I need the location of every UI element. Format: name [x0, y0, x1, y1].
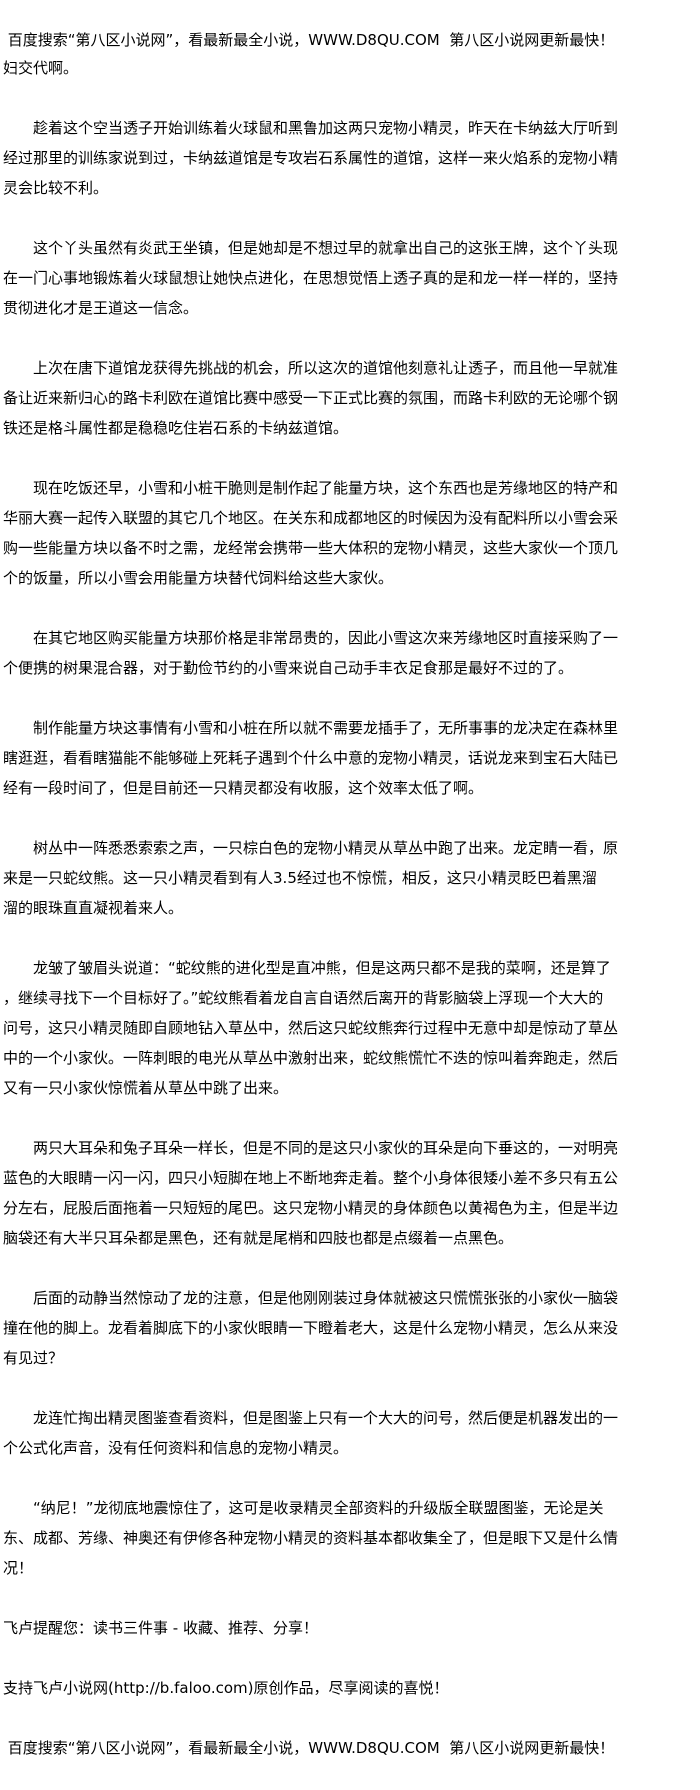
paragraph: 龙连忙掏出精灵图鉴查看资料，但是图鉴上只有一个大大的问号，然后便是机器发出的一个…	[3, 1403, 697, 1463]
text-line: ，继续寻找下一个目标好了。”蛇纹熊看着龙自言自语然后离开的背影脑袋上浮现一个大大…	[3, 989, 604, 1007]
text-line: 经有一段时间了，但是目前还一只精灵都没有收服，这个效率太低了啊。	[3, 779, 484, 797]
text-line: 百度搜索“第八区小说网”，看最新最全小说，WWW.D8QU.COM 第八区小说网…	[3, 1739, 615, 1757]
text-line: 瞎逛逛，看看瞎猫能不能够碰上死耗子遇到个什么中意的宠物小精灵，话说龙来到宝石大陆…	[3, 749, 619, 767]
text-line: 撞在他的脚上。龙看着脚底下的小家伙眼睛一下瞪着老大，这是什么宠物小精灵，怎么从来…	[3, 1319, 619, 1337]
text-line: 个便携的树果混合器，对于勤俭节约的小雪来说自己动手丰衣足食那是最好不过的了。	[3, 659, 574, 677]
text-line: 在其它地区购买能量方块那价格是非常昂贵的，因此小雪这次来芳缘地区时直接采购了一	[3, 629, 619, 647]
text-line: 溜的眼珠直直凝视着来人。	[3, 899, 184, 917]
text-line: 经过那里的训练家说到过，卡纳兹道馆是专攻岩石系属性的道馆，这样一来火焰系的宠物小…	[3, 149, 619, 167]
text-line: 趁着这个空当透子开始训练着火球鼠和黑鲁加这两只宠物小精灵，昨天在卡纳兹大厅听到	[3, 119, 619, 137]
text-line: 这个丫头虽然有炎武王坐镇，但是她却是不想过早的就拿出自己的这张王牌，这个丫头现	[3, 239, 619, 257]
text-line: 中的一个小家伙。一阵刺眼的电光从草丛中激射出来，蛇纹熊慌忙不迭的惊叫着奔跑走，然…	[3, 1049, 619, 1067]
text-line: 制作能量方块这事情有小雪和小桩在所以就不需要龙插手了，无所事事的龙决定在森林里	[3, 719, 619, 737]
text-line: 况！	[3, 1559, 34, 1577]
text-line: 华丽大赛一起传入联盟的其它几个地区。在关东和成都地区的时候因为没有配料所以小雪会…	[3, 509, 619, 527]
text-line: 龙皱了皱眉头说道：“蛇纹熊的进化型是直冲熊，但是这两只都不是我的菜啊，还是算了	[3, 959, 611, 977]
continuation-line: 妇交代啊。	[3, 53, 697, 83]
text-line: 东、成都、芳缘、神奥还有伊修各种宠物小精灵的资料基本都收集全了，但是眼下又是什么…	[3, 1529, 619, 1547]
text-line: 蓝色的大眼睛一闪一闪，四只小短脚在地上不断地奔走着。整个小身体很矮小差不多只有五…	[3, 1169, 619, 1187]
text-line: 两只大耳朵和兔子耳朵一样长，但是不同的是这只小家伙的耳朵是向下垂这的，一对明亮	[3, 1139, 619, 1157]
text-line: 后面的动静当然惊动了龙的注意，但是他刚刚装过身体就被这只慌慌张张的小家伙一脑袋	[3, 1289, 619, 1307]
text-line: 个公式化声音，没有任何资料和信息的宠物小精灵。	[3, 1439, 349, 1457]
paragraph: 现在吃饭还早，小雪和小桩干脆则是制作起了能量方块，这个东西也是芳缘地区的特产和华…	[3, 473, 697, 593]
text-line: 个的饭量，所以小雪会用能量方块替代饲料给这些大家伙。	[3, 569, 394, 587]
text-line: 支持飞卢小说网(http://b.faloo.com)原创作品，尽享阅读的喜悦！	[3, 1679, 449, 1697]
text-line: 贯彻进化才是王道这一信念。	[3, 299, 199, 317]
text-line: 在一门心事地锻炼着火球鼠想让她快点进化，在思想觉悟上透子真的是和龙一样一样的，坚…	[3, 269, 619, 287]
text-line: 铁还是格斗属性都是稳稳吃住岩石系的卡纳兹道馆。	[3, 419, 349, 437]
site-banner-top: 百度搜索“第八区小说网”，看最新最全小说，WWW.D8QU.COM 第八区小说网…	[3, 31, 615, 49]
text-line: 龙连忙掏出精灵图鉴查看资料，但是图鉴上只有一个大大的问号，然后便是机器发出的一	[3, 1409, 619, 1427]
text-line: 脑袋还有大半只耳朵都是黑色，还有就是尾梢和四肢也都是点缀着一点黑色。	[3, 1229, 514, 1247]
text-line: 妇交代啊。	[3, 59, 79, 77]
text-line: 备让近来新归心的路卡利欧在道馆比赛中感受一下正式比赛的氛围，而路卡利欧的无论哪个…	[3, 389, 619, 407]
text-line: 问号，这只小精灵随即自顾地钻入草丛中，然后这只蛇纹熊奔行过程中无意中却是惊动了草…	[3, 1019, 619, 1037]
paragraph-list: 妇交代啊。 趁着这个空当透子开始训练着火球鼠和黑鲁加这两只宠物小精灵，昨天在卡纳…	[3, 53, 697, 1763]
paragraph: 上次在唐下道馆龙获得先挑战的机会，所以这次的道馆他刻意礼让透子，而且他一早就准备…	[3, 353, 697, 443]
text-line: 有见过？	[3, 1349, 64, 1367]
text-line: 飞卢提醒您：读书三件事 - 收藏、推荐、分享！	[3, 1619, 318, 1637]
text-line: 购一些能量方块以备不时之需，龙经常会携带一些大体积的宠物小精灵，这些大家伙一个顶…	[3, 539, 619, 557]
paragraph: 这个丫头虽然有炎武王坐镇，但是她却是不想过早的就拿出自己的这张王牌，这个丫头现在…	[3, 233, 697, 323]
reading-reminder: 飞卢提醒您：读书三件事 - 收藏、推荐、分享！	[3, 1613, 697, 1643]
chapter-text: 百度搜索“第八区小说网”，看最新最全小说，WWW.D8QU.COM 第八区小说网…	[3, 28, 697, 1763]
text-line: 现在吃饭还早，小雪和小桩干脆则是制作起了能量方块，这个东西也是芳缘地区的特产和	[3, 479, 619, 497]
paragraph: 后面的动静当然惊动了龙的注意，但是他刚刚装过身体就被这只慌慌张张的小家伙一脑袋撞…	[3, 1283, 697, 1373]
paragraph: “纳尼！”龙彻底地震惊住了，这可是收录精灵全部资料的升级版全联盟图鉴，无论是关东…	[3, 1493, 697, 1583]
text-line: 又有一只小家伙惊慌着从草丛中跳了出来。	[3, 1079, 289, 1097]
text-line: 上次在唐下道馆龙获得先挑战的机会，所以这次的道馆他刻意礼让透子，而且他一早就准	[3, 359, 619, 377]
paragraph: 趁着这个空当透子开始训练着火球鼠和黑鲁加这两只宠物小精灵，昨天在卡纳兹大厅听到经…	[3, 113, 697, 203]
paragraph: 制作能量方块这事情有小雪和小桩在所以就不需要龙插手了，无所事事的龙决定在森林里瞎…	[3, 713, 697, 803]
text-line: “纳尼！”龙彻底地震惊住了，这可是收录精灵全部资料的升级版全联盟图鉴，无论是关	[3, 1499, 604, 1517]
paragraph: 两只大耳朵和兔子耳朵一样长，但是不同的是这只小家伙的耳朵是向下垂这的，一对明亮蓝…	[3, 1133, 697, 1253]
paragraph: 龙皱了皱眉头说道：“蛇纹熊的进化型是直冲熊，但是这两只都不是我的菜啊，还是算了 ，…	[3, 953, 697, 1103]
site-banner-bottom: 百度搜索“第八区小说网”，看最新最全小说，WWW.D8QU.COM 第八区小说网…	[3, 1733, 697, 1763]
support-notice: 支持飞卢小说网(http://b.faloo.com)原创作品，尽享阅读的喜悦！	[3, 1673, 697, 1703]
paragraph: 树丛中一阵悉悉索索之声，一只棕白色的宠物小精灵从草丛中跑了出来。龙定睛一看，原来…	[3, 833, 697, 923]
text-line: 树丛中一阵悉悉索索之声，一只棕白色的宠物小精灵从草丛中跑了出来。龙定睛一看，原	[3, 839, 619, 857]
text-line: 来是一只蛇纹熊。这一只小精灵看到有人3.5经过也不惊慌，相反，这只小精灵眨巴着黑…	[3, 869, 597, 887]
text-line: 灵会比较不利。	[3, 179, 109, 197]
text-line: 分左右，屁股后面拖着一只短短的尾巴。这只宠物小精灵的身体颜色以黄褐色为主，但是半…	[3, 1199, 619, 1217]
paragraph: 在其它地区购买能量方块那价格是非常昂贵的，因此小雪这次来芳缘地区时直接采购了一个…	[3, 623, 697, 683]
